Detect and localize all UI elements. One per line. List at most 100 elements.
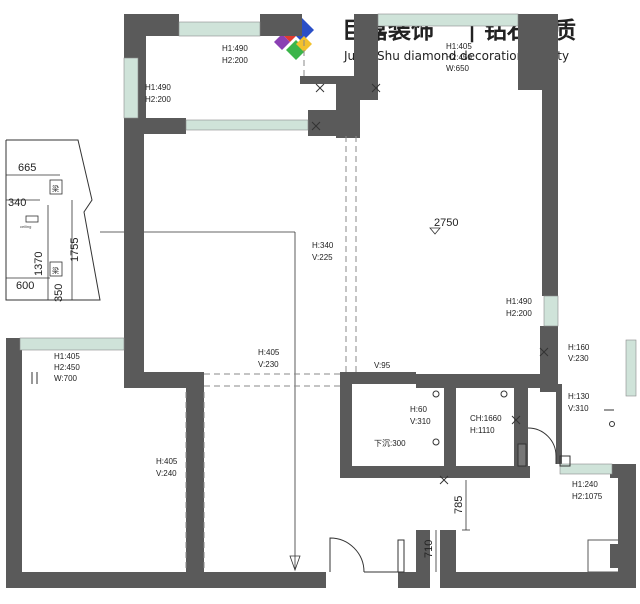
- label-window-top-mid-h2: H2:450: [446, 53, 472, 62]
- label-window-left-room-h1: H1:405: [54, 352, 80, 361]
- label-window-top-left-h2: H2:200: [222, 56, 248, 65]
- dim-785: 785: [453, 496, 465, 514]
- label-ch: CH:1660: [470, 414, 502, 423]
- window-right-mid: [543, 295, 559, 327]
- label-bath-beam-h: H:60: [410, 405, 427, 414]
- fixture-circle-3-icon: [500, 390, 508, 398]
- label-ch-h: H:1110: [470, 426, 495, 435]
- inset-small-label: ceiling: [20, 224, 31, 229]
- wall-right-thin: [556, 384, 562, 464]
- label-v95: V:95: [374, 361, 391, 370]
- inset-box-b: [49, 261, 63, 277]
- ceiling-height-marker-icon: [429, 227, 441, 235]
- wall-mid-left: [124, 372, 204, 388]
- logo-diamond-purple: [274, 34, 290, 50]
- wall-left-room-left: [6, 338, 22, 588]
- wall-bath-left: [340, 380, 352, 472]
- door-leaf-bath: [517, 443, 527, 467]
- label-ceiling-height: 2750: [434, 217, 458, 229]
- door-jamb-bath: [559, 455, 571, 467]
- label-window-left-upper-h1: H1:490: [145, 83, 171, 92]
- label-window-top-mid-w: W:650: [446, 64, 470, 73]
- marker-x5b: [511, 415, 521, 425]
- wall-left-room-topcap: [6, 338, 18, 352]
- label-mid-beam-h: H:405: [258, 348, 280, 357]
- window-center-top: [185, 119, 309, 131]
- wall-bath-divider: [444, 384, 456, 472]
- window-left-upper: [123, 57, 139, 119]
- marker-x4b: [539, 347, 549, 357]
- label-window-top-mid-h1: H1:405: [446, 42, 472, 51]
- label-right-beam1-v: V:230: [568, 354, 589, 363]
- wall-left-main: [124, 118, 144, 388]
- brand-divider: |: [468, 18, 476, 43]
- wall-mid-right: [416, 374, 556, 388]
- label-bath-beam-v: V:310: [410, 417, 431, 426]
- label-window-right-mid-h1: H1:490: [506, 297, 532, 306]
- fixture-circle-2-icon: [432, 438, 440, 446]
- label-lower-left-beam-h: H:405: [156, 457, 178, 466]
- wall-right-bottom-cap: [610, 464, 636, 478]
- label-window-left-room-h2: H2:450: [54, 363, 80, 372]
- inset-dim-340: 340: [8, 197, 26, 209]
- inset-mark-a: 梁: [52, 184, 59, 193]
- label-window-left-room-w: W:700: [54, 374, 78, 383]
- window-top-right: [377, 13, 519, 27]
- label-bath-drop: 下沉:300: [374, 439, 406, 448]
- wall-top-mid-left: [260, 14, 302, 36]
- inset-dim-600: 600: [16, 280, 34, 292]
- label-window-bottom-right-h1: H1:240: [572, 480, 598, 489]
- label-center-beam-v: V:225: [312, 253, 333, 262]
- wall-pillar-top-center: [308, 110, 336, 136]
- label-right-beam1-h: H:160: [568, 343, 590, 352]
- inset-box-c: [25, 215, 39, 223]
- inset-dim-1755: 1755: [69, 238, 81, 262]
- window-far-right: [625, 339, 637, 397]
- door-swing-bottom-icon: [329, 537, 365, 573]
- wall-bath-bottom: [340, 466, 530, 478]
- beam-lines: [185, 40, 357, 570]
- door-swing-bath-icon: [527, 427, 557, 457]
- inset-mark-b: 梁: [52, 266, 59, 275]
- marker-x1b: [315, 83, 325, 93]
- wall-right-upper: [542, 76, 558, 296]
- fixture-circle-1-icon: [432, 390, 440, 398]
- wall-lower-center: [186, 382, 204, 588]
- doors: [329, 427, 571, 573]
- window-top-left: [178, 21, 261, 37]
- marker-x6b: [439, 475, 449, 485]
- wall-top-left-top: [124, 14, 179, 36]
- label-window-top-left-h1: H1:490: [222, 44, 248, 53]
- door-leaf-bottom: [397, 539, 405, 573]
- wall-bottom-right: [440, 572, 636, 588]
- curtain-markers: [31, 83, 614, 485]
- label-window-right-mid-h2: H2:200: [506, 309, 532, 318]
- wall-top-center-ledge: [300, 76, 360, 84]
- walls: [6, 14, 636, 588]
- leader-arrow-icon: [289, 555, 301, 572]
- label-mid-beam-v: V:230: [258, 360, 279, 369]
- wall-top-right-cap: [354, 14, 366, 24]
- label-right-beam2-h: H:130: [568, 392, 590, 401]
- windows: [19, 13, 637, 475]
- inset-box-a: [49, 179, 63, 195]
- brand-name-en: Ju Jia Shu diamond decoration quality: [343, 49, 569, 63]
- marker-x2b: [371, 83, 381, 93]
- dim-710: 710: [423, 540, 435, 558]
- label-lower-left-beam-v: V:240: [156, 469, 177, 478]
- wall-fixture-block: [610, 544, 622, 568]
- marker-x3b: [311, 121, 321, 131]
- label-window-left-upper-h2: H2:200: [145, 95, 171, 104]
- wall-right-bottom: [618, 476, 636, 588]
- wall-bottom-mid-post: [416, 530, 430, 588]
- inset-outline: [5, 139, 101, 301]
- inset-dim-1370: 1370: [33, 252, 45, 276]
- inset-dim-665: 665: [18, 162, 36, 174]
- wall-mid-center: [340, 372, 416, 384]
- inset-diagram: 665 340 600 1755 1370 350 梁 梁 ceiling: [5, 139, 301, 572]
- fixture-circle-4-icon: [609, 421, 615, 427]
- inset-dim-350: 350: [53, 284, 65, 302]
- window-left-room: [19, 337, 125, 351]
